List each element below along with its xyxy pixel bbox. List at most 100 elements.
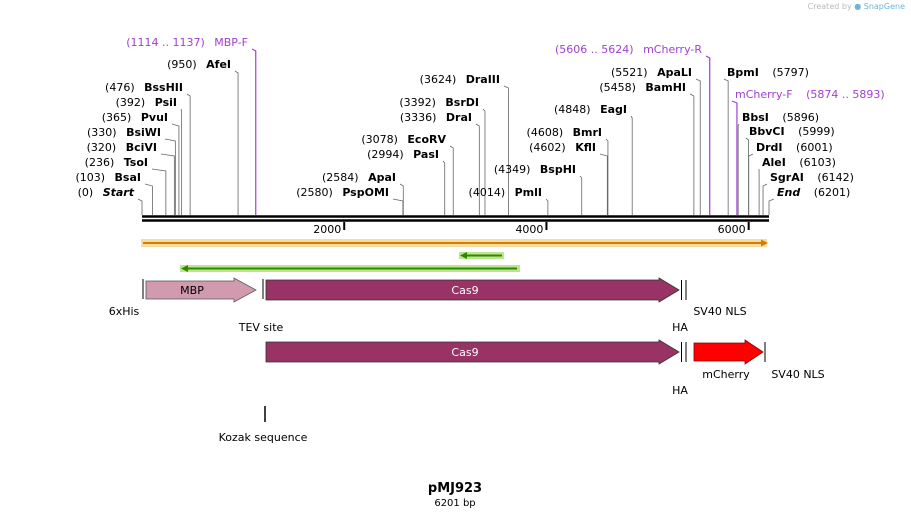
site-bsai: (103) BsaI [75,171,153,215]
site-position: (1114 .. 1137) [126,36,208,49]
site-position: (2994) [367,148,407,161]
site-position: (5896) [779,111,819,124]
site-leader-line [723,78,729,215]
site-label: (0) Start [78,186,135,199]
site-label: (950) AfeI [167,58,231,71]
cas9-label-row2: Cas9 [451,346,478,359]
site-name: AfeI [206,58,231,71]
site-name: End [777,186,800,199]
site-label: (4349) BspHI [494,163,576,176]
ha-label-row2: HA [672,384,688,397]
site-leader-line [475,123,480,215]
site-label: AleI (6103) [762,156,836,169]
site-position: (2584) [322,171,362,184]
site-label: (476) BssHII [105,81,183,94]
site-position: (236) [85,156,118,169]
site-name: BsaI [115,171,141,184]
site-leader-line [731,100,738,215]
site-position: (4602) [529,141,569,154]
site-alei: AleI (6103) [758,156,836,215]
site-name: KflI [575,141,596,154]
site-leader-line [599,153,608,215]
site-position: (4608) [527,126,567,139]
site-label: (5458) BamHI [599,81,686,94]
ruler-tick-label: 2000 [313,223,341,236]
plasmid-size: 6201 bp [434,498,475,509]
plasmid-name: pMJ923 [428,481,482,496]
site-leader-line [171,123,180,215]
site-bsphi: (4349) BspHI [494,163,583,215]
site-name: PmlI [515,186,542,199]
site-bcivi: (320) BciVI [87,141,175,215]
site-name: BbvCI [749,125,785,138]
site-name: SgrAI [770,171,804,184]
site-position: (5797) [769,66,809,79]
site-pasi: (2994) PasI [367,148,446,215]
site-bamhi: (5458) BamHI [599,81,695,215]
site-label: (4014) PmlI [469,186,542,199]
site-label: (3624) DraIII [420,73,500,86]
site-position: (2580) [296,186,336,199]
site-mcherry-r: (5606 .. 5624) mCherry-R [555,43,711,215]
site-drdi: DrdI (6001) [748,141,833,215]
site-leader-line [180,108,183,215]
site-position: (5874 .. 5893) [803,88,885,101]
site-leader-line [630,115,633,215]
site-name: BsiWI [126,126,161,139]
site-leader-line [164,138,176,215]
site-label: (103) BsaI [75,171,141,184]
site-name: BbsI [742,111,769,124]
site-position: (3624) [420,73,460,86]
site-name: BpmI [727,66,759,79]
site-psii: (392) PsiI [116,96,183,215]
site-label: (2580) PspOMI [296,186,389,199]
site-position: (3078) [361,133,401,146]
site-leader-line [748,153,754,215]
site-bmri: (4608) BmrI [527,126,609,215]
site-position: (6142) [814,171,854,184]
site-mcherry-f: mCherry-F (5874 .. 5893) [731,88,885,215]
site-bsrdi: (3392) BsrDI [399,96,486,215]
created-by-credit: Created by ● SnapGene [808,2,905,11]
site-name: PspOMI [342,186,389,199]
site-leader-line [442,160,446,215]
site-label: End (6201) [777,186,850,199]
primer-arrow-reverse-long [180,265,520,272]
site-leader-line [545,198,549,215]
site-label: (5606 .. 5624) mCherry-R [555,43,702,56]
mbp-label: MBP [180,284,204,297]
site-position: (5606 .. 5624) [555,43,637,56]
site-label: BbvCI (5999) [749,125,835,138]
site-label: DrdI (6001) [756,141,833,154]
site-position: (0) [78,186,97,199]
site-position: (4349) [494,163,534,176]
site-name: BssHII [144,81,183,94]
site-pmli: (4014) PmlI [469,186,549,215]
site-leader-line [449,145,454,215]
site-position: (3392) [399,96,439,109]
site-leader-line [762,183,768,215]
site-name: BciVI [126,141,157,154]
site-label: (2994) PasI [367,148,439,161]
site-position: (950) [167,58,200,71]
site-tsoi: (236) TsoI [85,156,167,215]
site-mbp-f: (1114 .. 1137) MBP-F [126,36,257,215]
site-name: MBP-F [214,36,248,49]
site-pspomi: (2580) PspOMI [296,186,404,215]
site-position: (5521) [611,66,651,79]
site-name: mCherry-F [735,88,793,101]
site-position: (4014) [469,186,509,199]
site-leader-line [705,55,711,215]
site-name: ApaI [368,171,396,184]
site-position: (3336) [400,111,440,124]
site-leader-line [137,198,143,215]
site-name: DrdI [756,141,783,154]
site-position: (5999) [795,125,835,138]
site-label: (392) PsiI [116,96,177,109]
site-label: (3392) BsrDI [399,96,479,109]
site-leader-line [605,138,609,215]
site-leader-line [689,93,695,215]
site-label: BpmI (5797) [727,66,809,79]
cas9-feature-row1: Cas9 [265,277,680,303]
